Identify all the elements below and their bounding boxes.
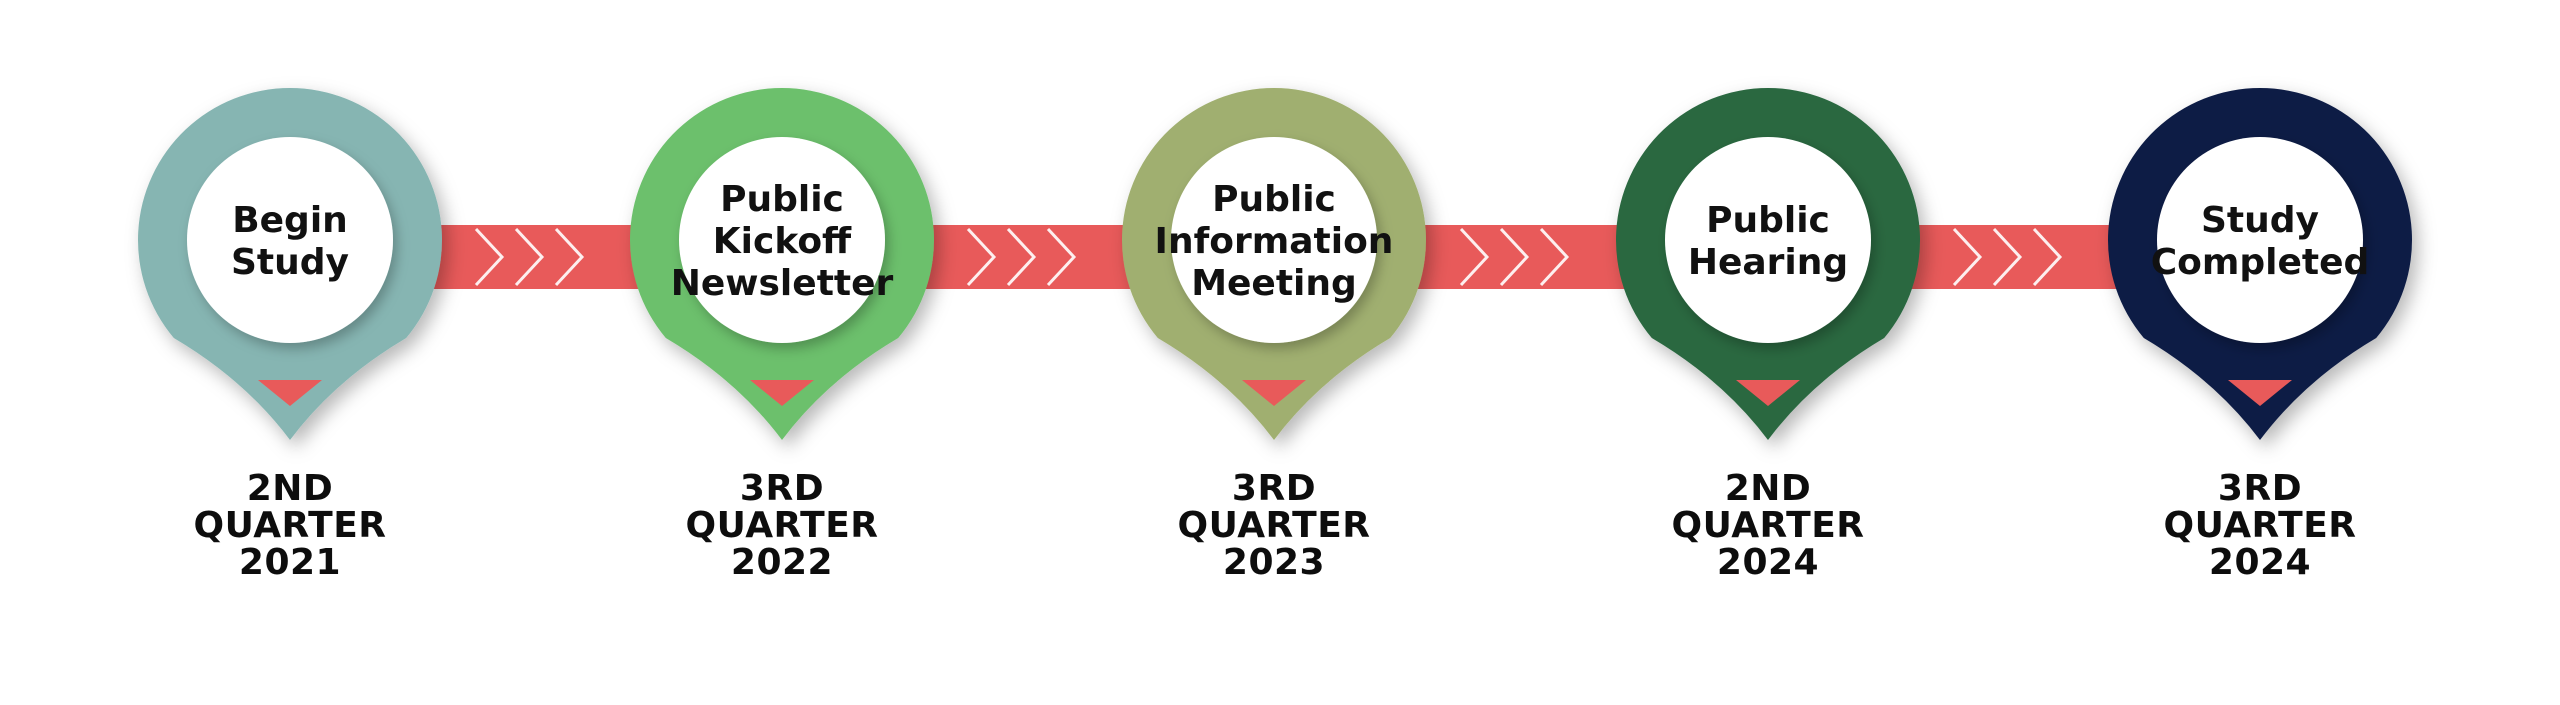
milestone-date-line: 2ND	[1724, 468, 1812, 509]
chevron-arrow-icon	[966, 227, 997, 287]
triangle-marker-icon	[2228, 380, 2292, 406]
triangle-marker-icon	[750, 380, 814, 406]
chevron-arrow-icon	[1539, 227, 1570, 287]
triangle-marker-icon	[258, 380, 322, 406]
milestone-title-line: Information	[1155, 221, 1394, 262]
triangle-marker-icon	[1736, 380, 1800, 406]
chevron-arrow-icon	[514, 227, 545, 287]
milestone-date-line: 3RD	[2217, 468, 2303, 509]
milestone-date-line: QUARTER	[1177, 505, 1371, 546]
milestone-date-line: QUARTER	[193, 505, 387, 546]
milestone-title-line: Public	[720, 179, 844, 220]
chevron-arrow-icon	[1459, 227, 1490, 287]
milestone-date-line: 2022	[730, 542, 834, 583]
chevron-arrow-icon	[474, 227, 505, 287]
pins-layer: BeginStudyPublicKickoffNewsletterPublicI…	[138, 88, 2412, 440]
milestone-title-line: Public	[1706, 200, 1830, 241]
chevron-arrow-icon	[1006, 227, 1037, 287]
chevron-arrow-icon	[1992, 227, 2023, 287]
milestone-inner-circle	[1171, 137, 1377, 343]
chevron-arrow-icon	[1499, 227, 1530, 287]
milestone-title-line: Begin	[232, 200, 348, 241]
chevron-arrow-icon	[1952, 227, 1983, 287]
milestone-title-line: Study	[231, 242, 349, 283]
milestone-date-line: 2021	[238, 542, 342, 583]
milestone-inner-circle	[187, 137, 393, 343]
chevron-arrow-icon	[554, 227, 585, 287]
milestone-date-line: 2023	[1222, 542, 1326, 583]
milestone-title-line: Public	[1212, 179, 1336, 220]
milestone-date-line: 2ND	[246, 468, 334, 509]
milestone-date-line: QUARTER	[685, 505, 879, 546]
milestone-date-line: 3RD	[1231, 468, 1317, 509]
milestone-date-line: 2024	[1716, 542, 1820, 583]
milestone-title-line: Newsletter	[671, 263, 894, 304]
milestone-date-line: 3RD	[739, 468, 825, 509]
chevron-arrow-icon	[2032, 227, 2063, 287]
triangle-marker-icon	[1242, 380, 1306, 406]
milestone-title-line: Meeting	[1191, 263, 1357, 304]
milestone-inner-circle	[679, 137, 885, 343]
milestone-date-line: QUARTER	[1671, 505, 1865, 546]
milestone-title-line: Study	[2201, 200, 2319, 241]
milestone-date-line: 2024	[2208, 542, 2312, 583]
milestone-date-line: QUARTER	[2163, 505, 2357, 546]
milestone-title-line: Hearing	[1688, 242, 1848, 283]
milestone-inner-circle	[2157, 137, 2363, 343]
milestone-title-line: Kickoff	[713, 221, 852, 262]
milestone-title-line: Completed	[2151, 242, 2370, 283]
milestone-inner-circle	[1665, 137, 1871, 343]
chevron-arrow-icon	[1046, 227, 1077, 287]
